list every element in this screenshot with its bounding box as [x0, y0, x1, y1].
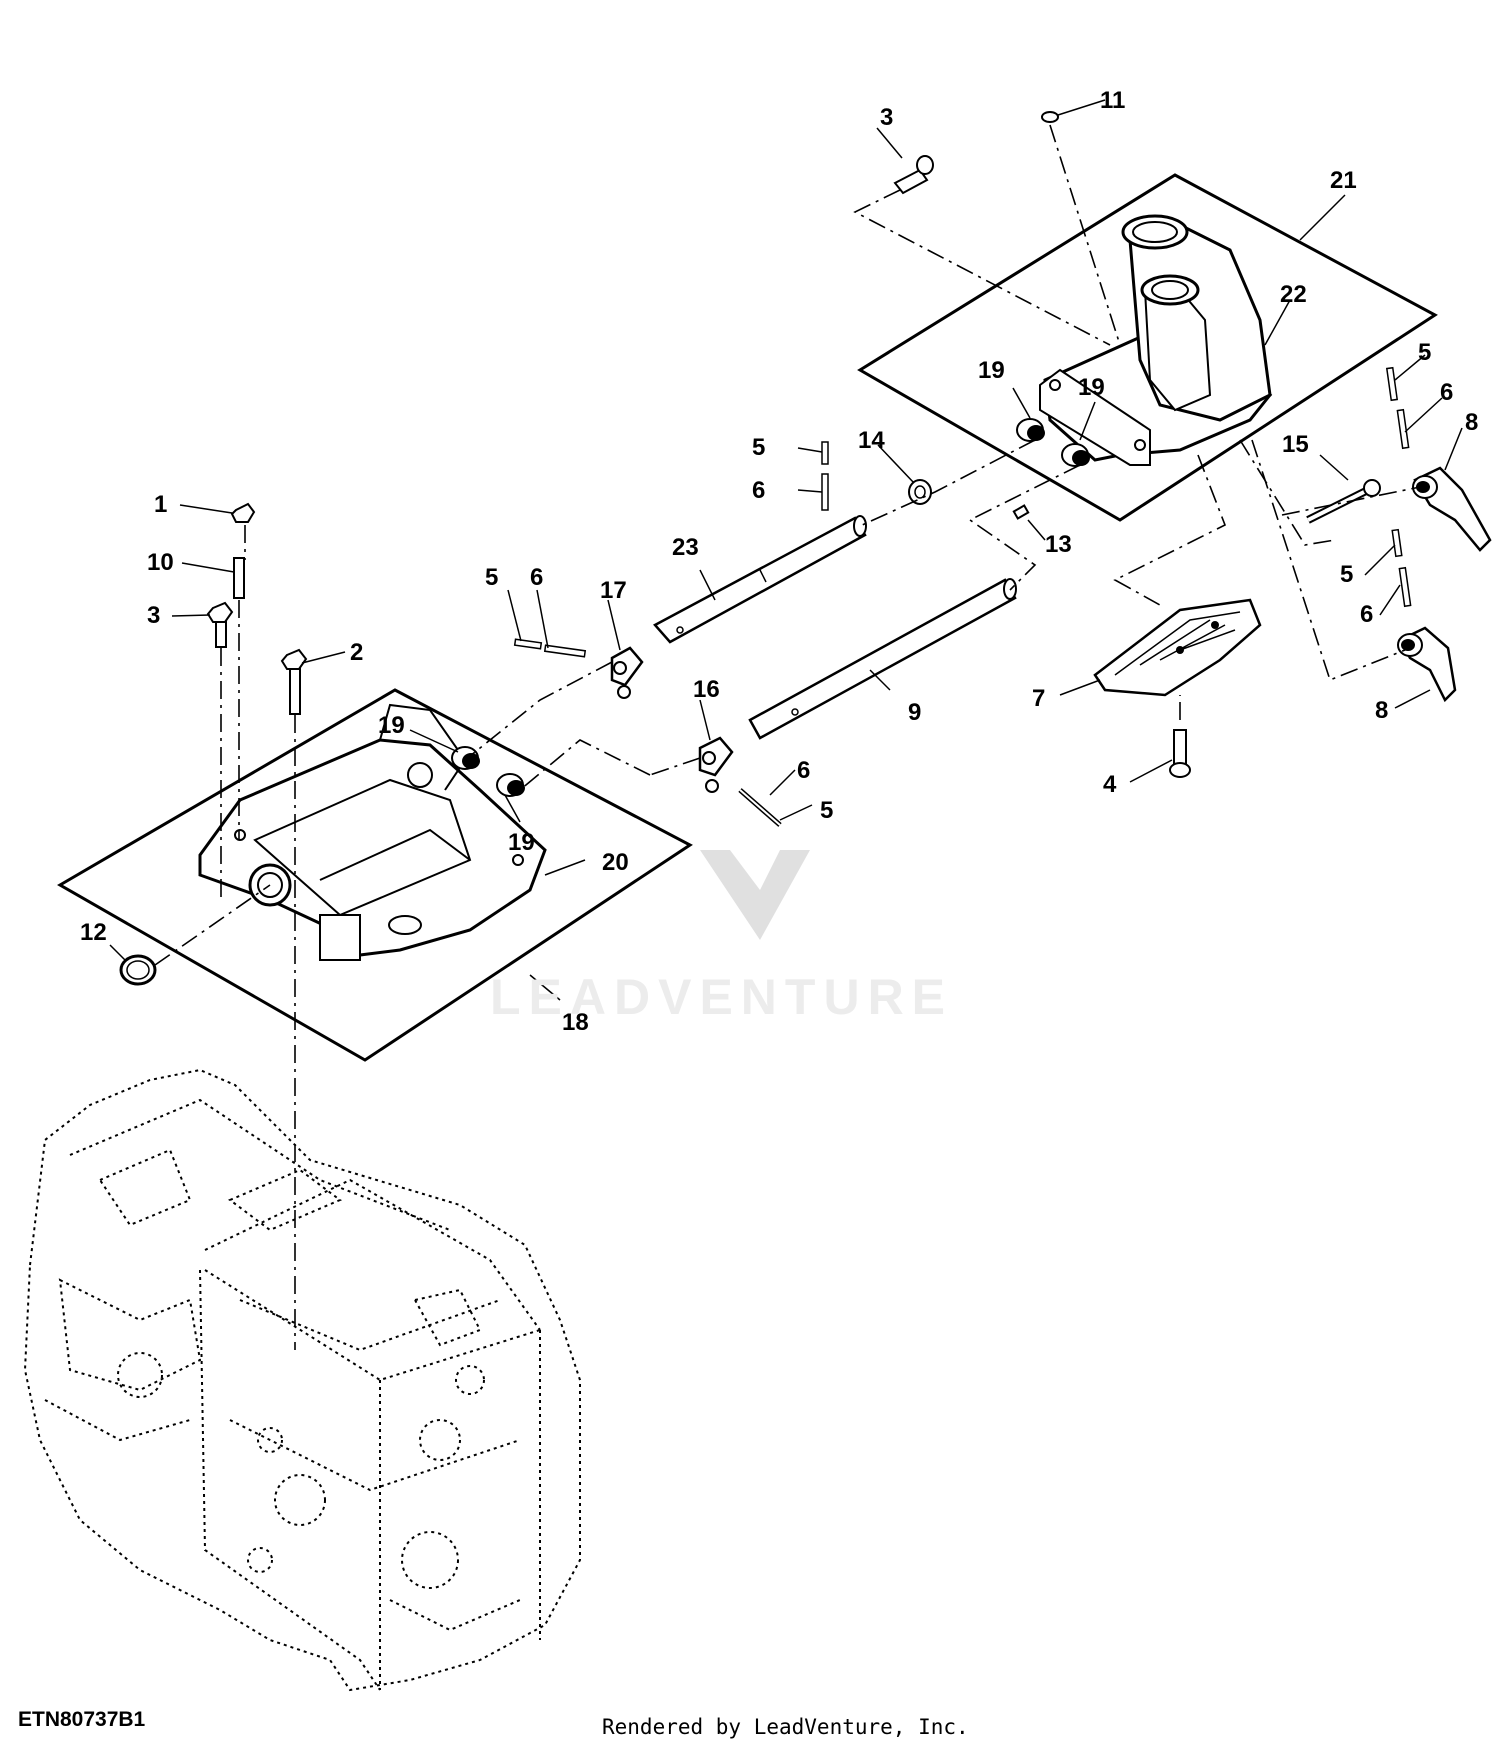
callout-6-right-bottom: 6 — [1360, 601, 1373, 628]
callout-18: 18 — [562, 1009, 589, 1036]
pin-5-6-left — [513, 638, 587, 658]
callout-5-right-top: 5 — [1418, 339, 1431, 366]
callout-17: 17 — [600, 577, 627, 604]
callout-12: 12 — [80, 919, 107, 946]
callout-11: 11 — [1100, 87, 1125, 114]
bolt-4 — [1169, 729, 1191, 778]
pin-5-6-center — [738, 788, 782, 827]
callout-1: 1 — [154, 491, 167, 518]
seal-12 — [119, 954, 157, 986]
callout-3-left: 3 — [147, 602, 160, 629]
leader-lines — [109, 99, 1463, 1001]
lever-17 — [610, 646, 644, 699]
plug-13 — [1012, 504, 1030, 520]
bushing-14 — [908, 479, 932, 505]
left-housing-panel — [57, 688, 693, 1062]
callout-16: 16 — [693, 676, 720, 703]
callout-3-top: 3 — [880, 104, 893, 131]
callout-8-top: 8 — [1465, 409, 1478, 436]
callout-2: 2 — [350, 639, 363, 666]
bolt-2 — [280, 648, 308, 715]
callout-22: 22 — [1280, 281, 1307, 308]
callout-10: 10 — [147, 549, 174, 576]
lever-16 — [698, 736, 734, 793]
pin-5-6-right-top — [1385, 366, 1410, 450]
right-housing-panel — [857, 173, 1438, 522]
arm-8-bottom — [1397, 626, 1457, 703]
callout-6-left: 6 — [530, 564, 543, 591]
callout-labels: 1 10 3 2 19 19 20 18 12 5 6 17 23 5 6 14… — [80, 87, 1478, 1036]
arm-8-top — [1412, 466, 1492, 552]
callout-19-right-b: 19 — [1078, 374, 1105, 401]
callout-5-right-bottom: 5 — [1340, 561, 1353, 588]
watermark-logo — [700, 850, 810, 940]
figure-reference-code: ETN80737B1 — [18, 1708, 146, 1731]
callout-5-left: 5 — [485, 564, 498, 591]
callout-14: 14 — [858, 427, 885, 454]
callout-6-top: 6 — [752, 477, 765, 504]
callout-7: 7 — [1032, 685, 1045, 712]
nut-1 — [230, 502, 256, 523]
bushing-19-right-b — [1061, 443, 1090, 467]
callout-20: 20 — [602, 849, 629, 876]
callout-23: 23 — [672, 534, 699, 561]
callout-5-center: 5 — [820, 797, 833, 824]
callout-6-right-top: 6 — [1440, 379, 1453, 406]
callout-19-left-b: 19 — [508, 829, 535, 856]
assembly-lines — [154, 124, 1421, 1350]
transmission-housing-outline — [23, 1068, 581, 1692]
stud-10 — [233, 557, 245, 599]
callout-19-left-a: 19 — [378, 712, 405, 739]
callout-4: 4 — [1103, 771, 1117, 798]
bolt-15 — [1306, 479, 1381, 524]
shaft-9 — [748, 578, 1017, 740]
callout-9: 9 — [908, 699, 921, 726]
bolt-3-top — [893, 155, 934, 195]
callout-21: 21 — [1330, 167, 1357, 194]
callout-19-right-a: 19 — [978, 357, 1005, 384]
callout-15: 15 — [1282, 431, 1309, 458]
bushing-19-right-a — [1016, 418, 1045, 442]
plate-7 — [1093, 598, 1262, 697]
callout-6-center: 6 — [797, 757, 810, 784]
watermark-text: LEADVENTURE — [490, 969, 954, 1025]
callout-13: 13 — [1045, 531, 1072, 558]
plug-11 — [1041, 111, 1059, 123]
bolt-3-left — [206, 601, 234, 648]
bushing-19-left-a — [451, 746, 480, 770]
callout-8-bottom: 8 — [1375, 697, 1388, 724]
bushing-19-left-b — [496, 773, 525, 797]
shaft-23 — [653, 515, 867, 644]
rendered-by-footer: Rendered by LeadVenture, Inc. — [602, 1715, 969, 1739]
pin-5-6-top — [821, 441, 829, 511]
pin-5-6-right-bottom — [1391, 528, 1412, 608]
callout-5-top: 5 — [752, 434, 765, 461]
